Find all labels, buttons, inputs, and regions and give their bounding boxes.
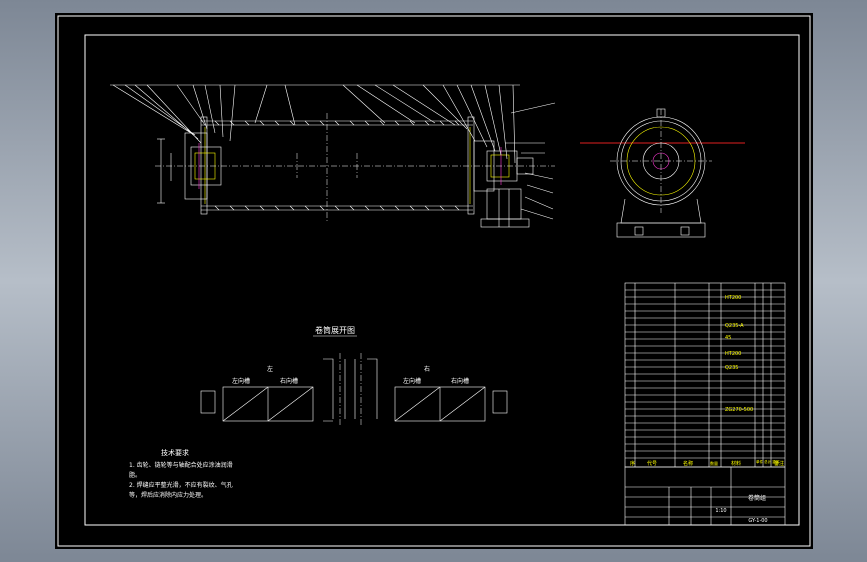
bom-header-seq: 序 (630, 460, 635, 467)
section-title: 卷筒展开图 (315, 325, 355, 335)
bom-material-note: 45 (725, 335, 731, 341)
notes-line1: 1. 齿轮、链轮等与轴配合处应涂油润滑 (129, 461, 233, 469)
drum-side-view (580, 108, 745, 238)
title-block: 卷筒组 1:10 GY-1-00 (624, 466, 786, 526)
bom-header-code: 代号 (647, 460, 657, 467)
notes-line4: 等，焊后应消除内应力处理。 (129, 491, 207, 499)
drum-section-view (110, 84, 556, 228)
bom-header-remark: 备注 (774, 460, 784, 467)
bom-material-note: Q235 (725, 365, 738, 371)
drawing-name: 卷筒组 (748, 494, 766, 502)
bom-header-qty: 数量 (710, 460, 718, 466)
bom-material-note: ZG270-500 (725, 407, 753, 413)
drawing-number: GY-1-00 (748, 518, 767, 524)
bom-header-material: 材料 (731, 460, 741, 467)
right-dir-a: 左向槽 (403, 377, 421, 385)
right-dir-b: 右向槽 (451, 377, 469, 385)
left-dir-a: 左向槽 (232, 377, 250, 385)
drawing-sheet: 卷筒展开图 左 右 左向槽 右向槽 左向槽 右向槽 技术要求 1. 齿轮、链轮等… (55, 13, 813, 549)
bom-material-note: HT200 (725, 295, 741, 301)
bom-material-note: HT200 (725, 351, 741, 357)
drawing-scale: 1:10 (715, 508, 726, 514)
drum-development-view: 卷筒展开图 左 右 左向槽 右向槽 左向槽 右向槽 (200, 325, 508, 427)
outer-frame (57, 15, 811, 547)
bom-material-note: Q235-A (725, 323, 744, 329)
right-label: 右 (424, 365, 430, 373)
notes-title: 技术要求 (161, 448, 189, 457)
left-dir-b: 右向槽 (280, 377, 298, 385)
bom-header-weight: 单件 总计 重量 (756, 459, 780, 464)
notes-line3: 2. 焊缝应平整光滑，不应有裂纹、气孔 (129, 481, 233, 489)
notes-line2: 脂。 (129, 471, 141, 479)
inner-frame (84, 34, 800, 526)
left-label: 左 (267, 365, 273, 373)
bom-header-name: 名称 (683, 460, 693, 467)
technical-notes: 技术要求 1. 齿轮、链轮等与轴配合处应涂油润滑 脂。 2. 焊缝应平整光滑，不… (129, 448, 233, 499)
